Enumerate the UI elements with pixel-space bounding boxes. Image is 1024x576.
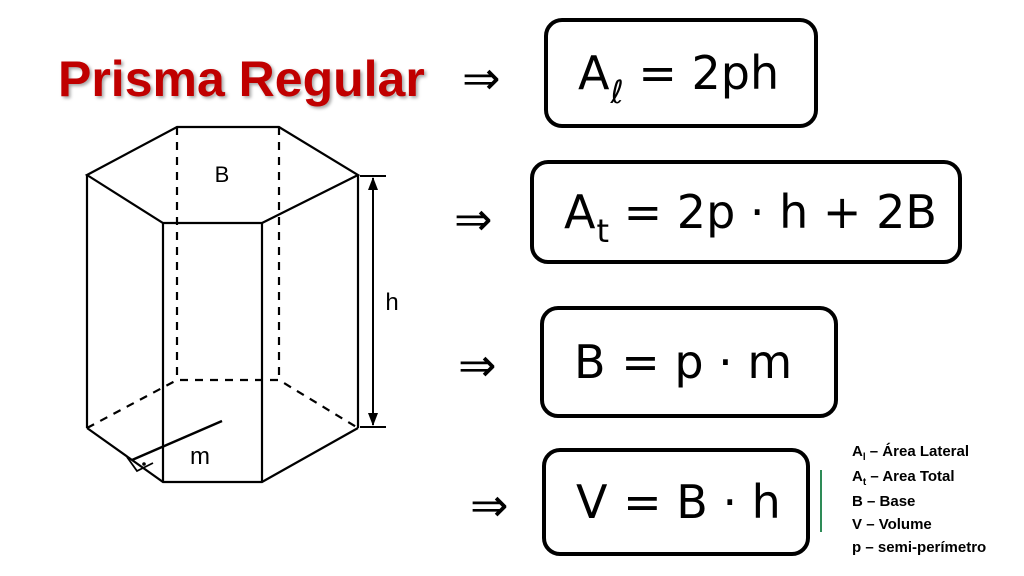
page-title: Prisma Regular bbox=[58, 51, 425, 107]
apothem-label: m bbox=[190, 443, 210, 470]
legend-item: V – Volume bbox=[852, 516, 932, 533]
formula-subscript: t bbox=[596, 212, 610, 250]
formula-lhs: A bbox=[564, 185, 596, 239]
formula-lhs: B bbox=[574, 335, 606, 389]
legend-item: B – Base bbox=[852, 493, 916, 510]
formula-volume: V = B · h bbox=[542, 448, 810, 556]
height-arrow-bottom bbox=[368, 413, 378, 426]
apothem-line bbox=[131, 419, 223, 462]
right-angle-dot bbox=[142, 462, 146, 466]
formula-lateral-area: Aℓ = 2ph bbox=[544, 18, 818, 128]
implies-arrow: ⇒ bbox=[462, 51, 501, 105]
formula-rhs: = 2ph bbox=[638, 46, 780, 100]
formula-lhs: V bbox=[576, 475, 608, 529]
formula-subscript: ℓ bbox=[610, 73, 624, 111]
formula-rhs: = B · h bbox=[623, 475, 781, 529]
formula-rhs: = p · m bbox=[621, 335, 793, 389]
formula-rhs: = 2p · h + 2B bbox=[623, 185, 937, 239]
formula-total-area: At = 2p · h + 2B bbox=[530, 160, 962, 264]
base-label: B bbox=[215, 162, 230, 187]
legend-item: Al – Área Lateral bbox=[852, 443, 970, 463]
bottom-front-edges bbox=[86, 427, 359, 484]
hexagonal-prism-diagram: B h m bbox=[84, 125, 399, 484]
legend-item: At – Area Total bbox=[852, 468, 955, 488]
legend-item: p – semi-perímetro bbox=[852, 539, 987, 556]
legend: Al – Área Lateral At – Area Total B – Ba… bbox=[852, 440, 986, 559]
bottom-hidden-edges bbox=[86, 378, 359, 429]
height-arrow-top bbox=[368, 177, 378, 190]
formula-lhs: A bbox=[578, 46, 610, 100]
implies-arrow: ⇒ bbox=[458, 338, 497, 392]
accent-divider bbox=[820, 470, 822, 532]
implies-arrow: ⇒ bbox=[454, 192, 493, 246]
formula-base-area: B = p · m bbox=[540, 306, 838, 418]
implies-arrow: ⇒ bbox=[470, 478, 509, 532]
height-label: h bbox=[385, 289, 398, 316]
right-angle-marker bbox=[126, 456, 154, 473]
